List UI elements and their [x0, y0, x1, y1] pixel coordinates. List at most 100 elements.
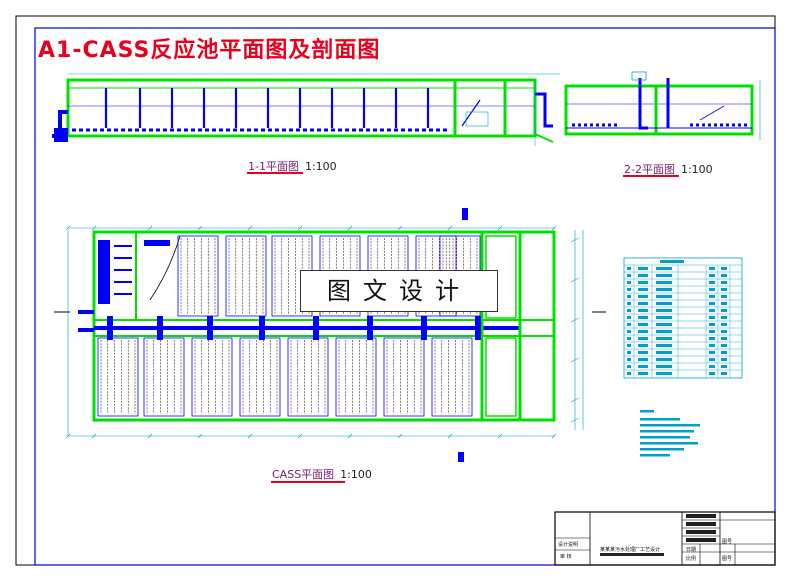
table-cell-mark — [638, 274, 648, 277]
table-cell-mark — [638, 344, 648, 347]
dim-tick-top — [91, 225, 97, 231]
table-cell-mark — [656, 309, 672, 312]
dim-tick-right — [570, 397, 580, 403]
table-cell-mark — [627, 267, 631, 270]
table-cell-mark — [656, 372, 672, 375]
inner-frame — [34, 27, 776, 566]
table-cell-mark — [638, 288, 648, 291]
aeration-grid-block — [97, 337, 139, 417]
dim-tick-top — [197, 225, 203, 231]
channel-connector — [107, 316, 113, 340]
dim-tick-bottom — [297, 433, 303, 439]
dim-tick-bottom — [497, 433, 503, 439]
table-cell-mark — [627, 316, 631, 319]
channel-connector — [207, 316, 213, 340]
caption-section-2-2-underline — [623, 175, 679, 177]
title-block-left-cell-2: 审 核 — [560, 554, 572, 560]
dim-tick-top — [551, 225, 557, 231]
table-cell-mark — [638, 358, 648, 361]
dim-tick-top — [497, 225, 503, 231]
table-cell-mark — [656, 274, 672, 277]
table-cell-mark — [721, 337, 727, 340]
table-cell-mark — [638, 351, 648, 354]
table-cell-mark — [656, 302, 672, 305]
aeration-grid-block — [383, 337, 425, 417]
table-cell-mark — [721, 372, 727, 375]
table-cell-mark — [709, 267, 715, 270]
note-line — [640, 430, 694, 433]
aeration-grid-block — [335, 337, 377, 417]
table-cell-mark — [721, 323, 727, 326]
note-line — [640, 448, 684, 451]
caption-section-2-2-name: 2-2平面图 — [624, 163, 675, 176]
dim-tick-top — [65, 225, 71, 231]
table-cell-mark — [638, 302, 648, 305]
table-cell-mark — [656, 344, 672, 347]
dim-tick-right — [570, 357, 580, 363]
table-cell-mark — [721, 358, 727, 361]
table-cell-mark — [627, 288, 631, 291]
aeration-grid-outline — [97, 337, 139, 417]
table-cell-mark — [721, 281, 727, 284]
dim-tick-right — [570, 417, 580, 423]
aeration-grid-outline — [225, 235, 267, 317]
table-cell-mark — [721, 365, 727, 368]
title-block-field-1: 日期 — [686, 547, 697, 553]
dim-tick-top — [447, 225, 453, 231]
table-cell-mark — [709, 302, 715, 305]
cass-plan — [54, 208, 606, 462]
table-cell-mark — [721, 274, 727, 277]
caption-section-1-1-name: 1-1平面图 — [248, 160, 299, 173]
caption-section-1-1-underline — [247, 172, 303, 174]
dim-tick-right — [570, 277, 580, 283]
title-block-drawing-name: 某某某污水处理厂工艺设计 — [600, 547, 661, 553]
drawing-title: A1-CASS反应池平面图及剖面图 — [38, 38, 381, 63]
aeration-grid-block — [191, 337, 233, 417]
dim-tick-right — [570, 317, 580, 323]
aeration-grid-block — [287, 337, 329, 417]
table-cell-mark — [709, 358, 715, 361]
table-cell-mark — [721, 288, 727, 291]
note-line — [640, 454, 670, 457]
table-cell-mark — [638, 337, 648, 340]
channel-connector — [367, 316, 373, 340]
dim-tick-bottom — [91, 433, 97, 439]
table-cell-mark — [627, 365, 631, 368]
table-cell-mark — [627, 295, 631, 298]
caption-cass-plan-scale: 1:100 — [340, 468, 372, 481]
table-cell-mark — [721, 302, 727, 305]
table-cell-mark — [656, 295, 672, 298]
note-line — [640, 442, 698, 445]
table-cell-mark — [656, 288, 672, 291]
table-cell-mark — [656, 281, 672, 284]
dim-tick-top — [347, 225, 353, 231]
channel-connector — [475, 316, 481, 340]
aeration-grid-block — [177, 235, 219, 317]
note-line — [640, 424, 700, 427]
dim-tick-bottom — [247, 433, 253, 439]
table-cell-mark — [721, 344, 727, 347]
dim-tick-bottom — [551, 433, 557, 439]
note-line — [640, 418, 680, 421]
dim-tick-bottom — [397, 433, 403, 439]
table-cell-mark — [638, 267, 648, 270]
channel-connector — [157, 316, 163, 340]
dim-tick-bottom — [197, 433, 203, 439]
aeration-grid-outline — [287, 337, 329, 417]
table-cell-mark — [709, 330, 715, 333]
design-notes — [640, 410, 700, 457]
table-cell-mark — [627, 344, 631, 347]
aeration-grid-block — [239, 337, 281, 417]
table-cell-mark — [709, 372, 715, 375]
table-cell-mark — [638, 295, 648, 298]
watermark-box: 图文设计 — [300, 270, 498, 312]
table-cell-mark — [627, 323, 631, 326]
table-cell-mark — [721, 309, 727, 312]
dim-tick-bottom — [65, 433, 71, 439]
table-cell-mark — [721, 267, 727, 270]
table-cell-mark — [656, 323, 672, 326]
table-cell-mark — [638, 365, 648, 368]
title-block — [554, 511, 776, 566]
